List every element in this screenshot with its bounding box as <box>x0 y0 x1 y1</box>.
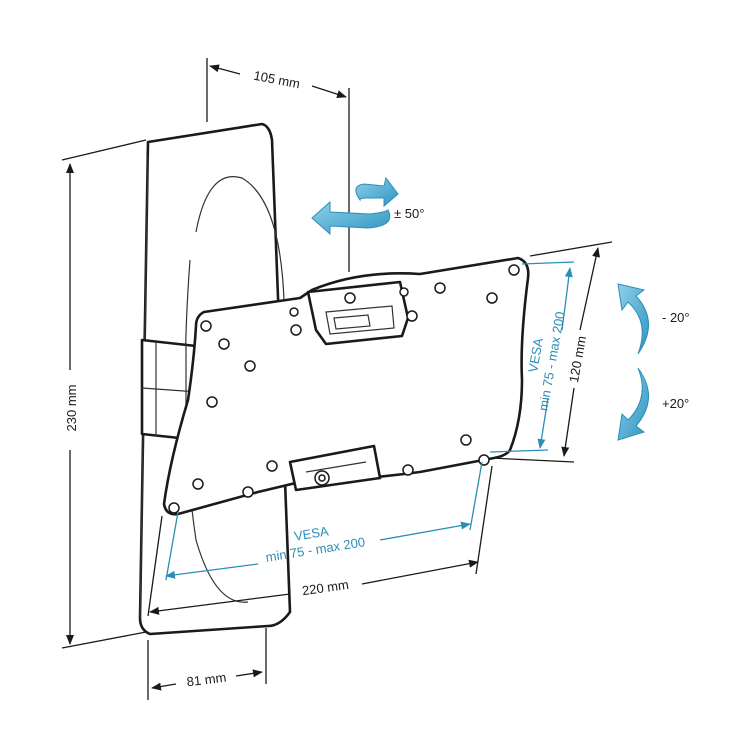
curved-arrow-up-icon <box>617 283 649 355</box>
tv-mounting-plate <box>162 256 530 516</box>
dimension-height: 230 mm <box>61 139 147 649</box>
vesa-holes <box>168 264 520 514</box>
dimension-label-wall-width: 81 mm <box>186 670 227 690</box>
dimension-label-depth: 105 mm <box>252 68 301 92</box>
vesa-vertical-title: VESA <box>525 337 546 374</box>
dimension-wall-width: 81 mm <box>147 628 267 700</box>
rotate-arrow-icon <box>311 176 399 236</box>
tilt-up-angle-label: - 20° <box>662 310 690 325</box>
dimension-label-height: 230 mm <box>64 385 79 432</box>
vesa-horizontal-title: VESA <box>293 523 330 543</box>
dimension-plate-width: 220 mm <box>147 465 493 617</box>
dimension-label-plate-height: 120 mm <box>566 335 589 384</box>
swivel-angle-label: ± 50° <box>394 206 424 221</box>
curved-arrow-down-icon <box>617 367 649 441</box>
dimension-label-plate-width: 220 mm <box>301 577 350 598</box>
tilt-down-angle-label: +20° <box>662 396 689 411</box>
